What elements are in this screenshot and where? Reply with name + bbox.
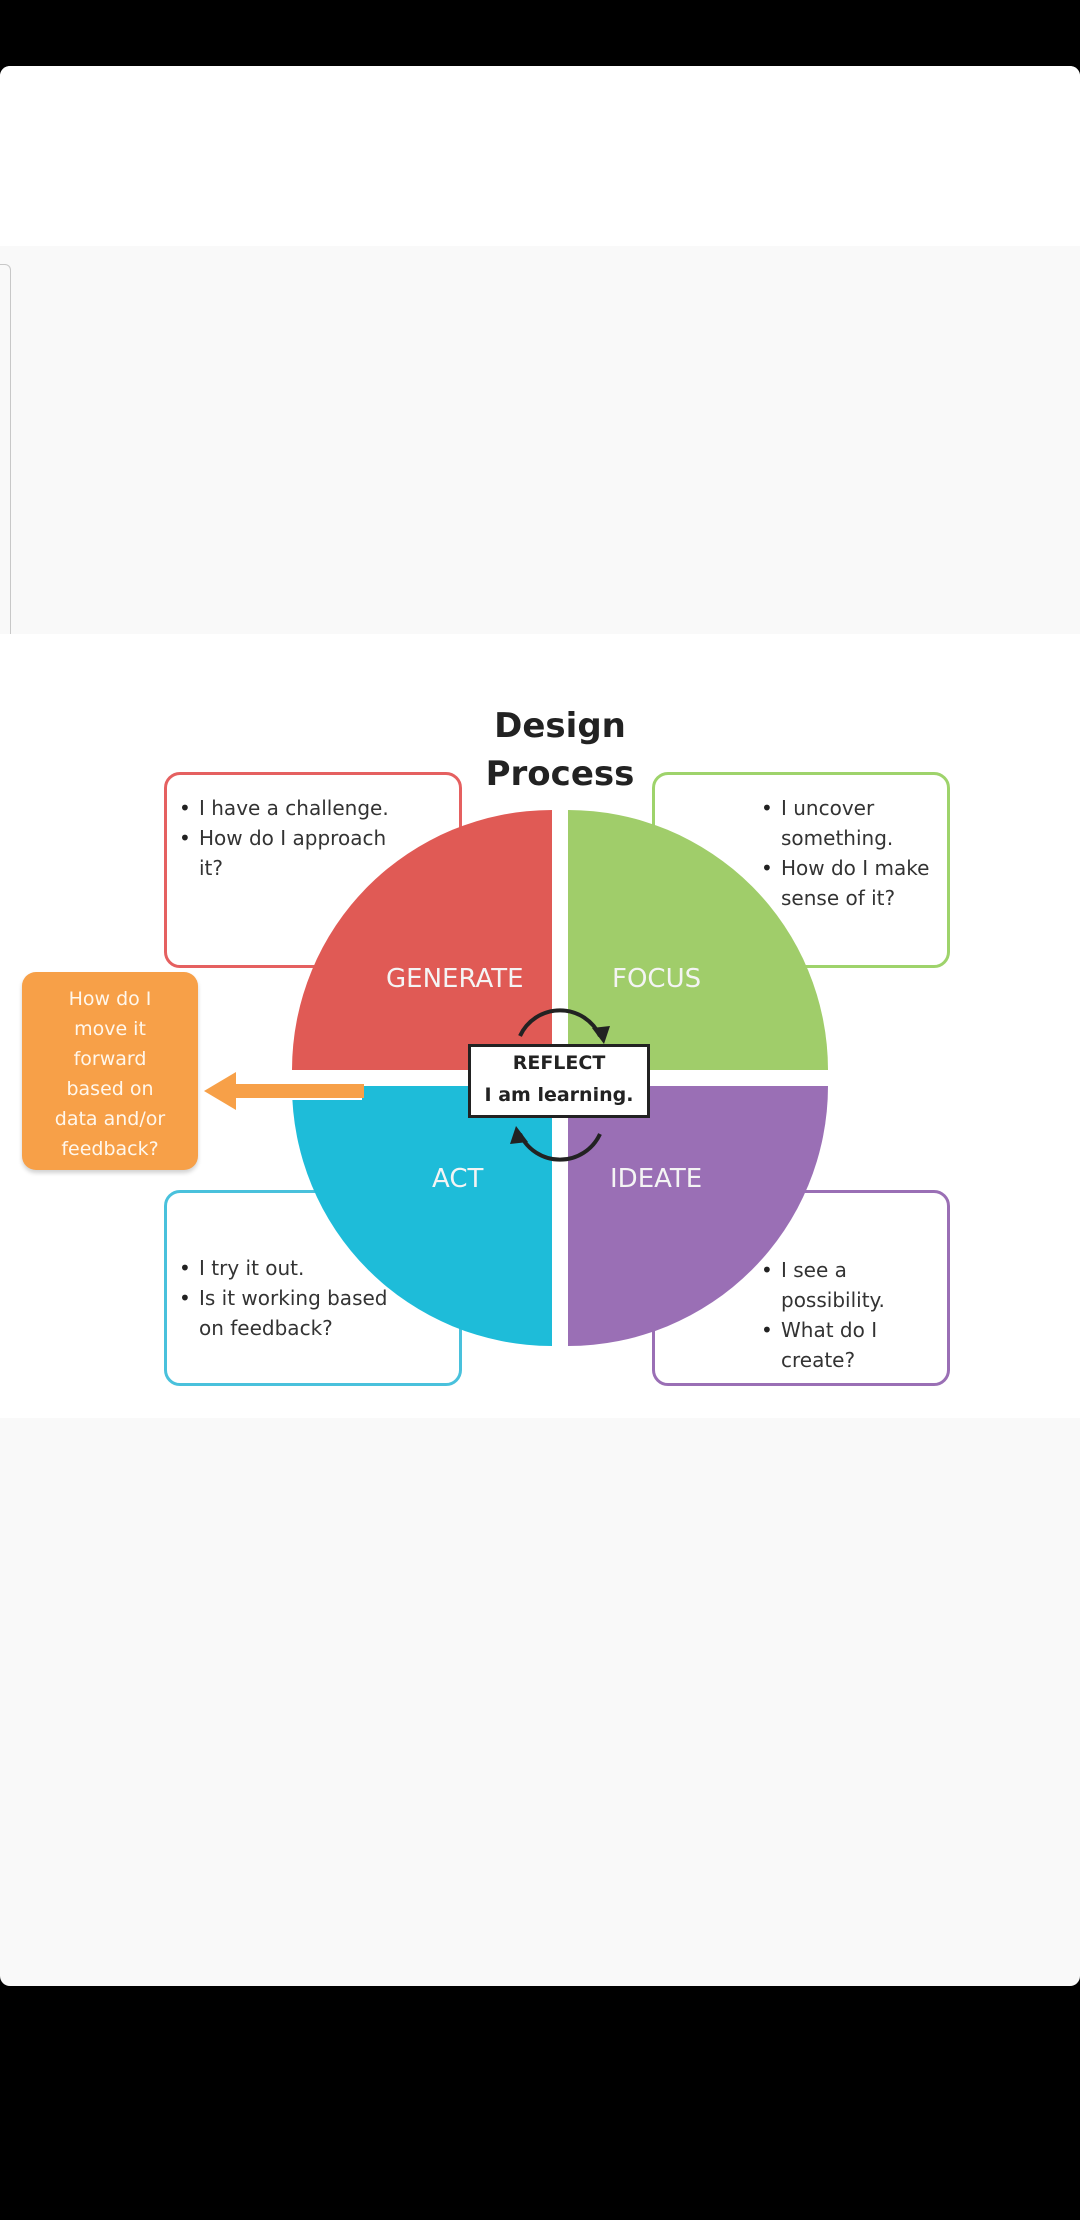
focus-bullet-1: I uncover something. bbox=[761, 793, 941, 853]
edge-panel-handle[interactable] bbox=[0, 264, 11, 690]
act-quadrant bbox=[292, 1086, 552, 1346]
cycle-arrow-top-icon bbox=[518, 1008, 602, 1037]
ideate-quadrant bbox=[568, 1086, 828, 1346]
side-note-line-3: forward bbox=[73, 1048, 147, 1070]
process-wheel bbox=[204, 810, 828, 1346]
title-line-1: Design bbox=[494, 706, 626, 746]
ideate-bullet-2: What do I create? bbox=[761, 1315, 941, 1375]
cycle-arrowhead-top-icon bbox=[592, 1026, 610, 1044]
side-note-line-1: How do I bbox=[68, 988, 152, 1010]
reflect-center-box: REFLECT I am learning. bbox=[468, 1044, 650, 1118]
generate-bullet-2: How do I approach it? bbox=[179, 823, 389, 883]
side-note-box: How do I move it forward based on data a… bbox=[22, 972, 198, 1170]
act-label: ACT bbox=[432, 1164, 484, 1194]
side-note-line-6: feedback? bbox=[61, 1138, 159, 1160]
focus-label: FOCUS bbox=[612, 964, 702, 994]
generate-bullet-1: I have a challenge. bbox=[179, 793, 389, 823]
diagram-title: Design Process bbox=[440, 702, 680, 798]
act-bullet-2: Is it working based on feedback? bbox=[179, 1283, 389, 1343]
image-viewer-card: Design Process I have a challenge. How d… bbox=[0, 66, 1080, 1986]
focus-quadrant bbox=[568, 810, 828, 1070]
side-note-line-5: data and/or bbox=[54, 1108, 166, 1130]
side-note-line-4: based on bbox=[66, 1078, 154, 1100]
reflect-subtitle: I am learning. bbox=[484, 1084, 634, 1106]
reflect-title: REFLECT bbox=[512, 1052, 606, 1074]
cycle-arrow-bottom-icon bbox=[518, 1133, 602, 1162]
diagram-image[interactable]: Design Process I have a challenge. How d… bbox=[0, 634, 1080, 1418]
generate-label: GENERATE bbox=[386, 964, 524, 994]
generate-quadrant bbox=[292, 810, 552, 1070]
focus-bullet-2: How do I make sense of it? bbox=[761, 853, 941, 913]
side-note-line-2: move it bbox=[74, 1018, 146, 1040]
design-process-diagram: Design Process I have a challenge. How d… bbox=[0, 634, 1080, 1418]
act-bullet-1: I try it out. bbox=[179, 1253, 389, 1283]
orange-arrow bbox=[204, 1072, 364, 1110]
title-line-2: Process bbox=[485, 754, 635, 794]
cycle-arrowhead-bottom-icon bbox=[510, 1126, 528, 1144]
ideate-label: IDEATE bbox=[610, 1164, 703, 1194]
card-header-area bbox=[0, 66, 1080, 246]
ideate-bullet-1: I see a possibility. bbox=[761, 1255, 941, 1315]
